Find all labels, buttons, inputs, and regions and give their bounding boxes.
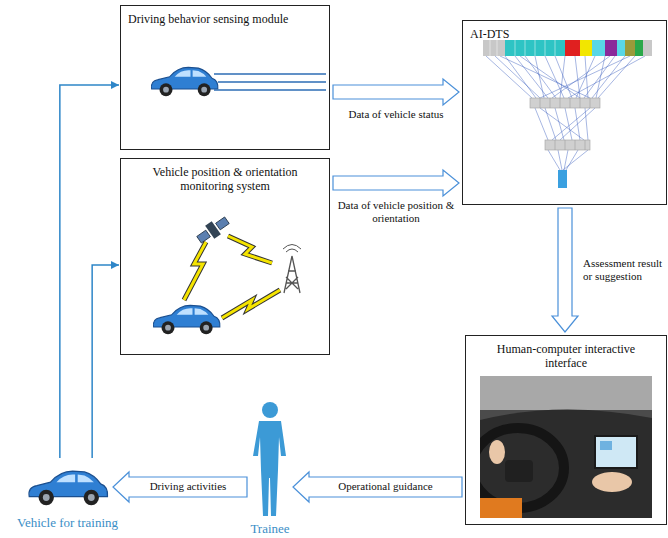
person-node: Trainee [250,400,290,518]
illustration-part [545,140,590,150]
vehicle-node: Vehicle for training [25,460,110,512]
illustration-part [555,140,585,150]
module-title: Human-computer interactive interface [479,342,654,371]
illustration-part [625,40,635,56]
illustration-part [228,236,272,263]
illustration-part [151,67,218,96]
illustration-part [480,376,652,410]
trainee-figure [253,402,286,516]
edge-label: Driving activities [150,480,227,493]
illustration-part [558,170,567,188]
illustration-part [480,428,564,508]
illustration-part [228,236,272,263]
illustration-part [216,217,230,230]
connector-line [60,85,119,458]
illustration-part [635,40,643,56]
illustration-part [643,40,652,56]
illustration-part [480,498,522,518]
illustration-part [284,256,300,293]
edge-label: Assessment result or suggestion [583,257,664,283]
module-box: Driving behavior sensing module [120,5,330,150]
illustration-part [535,108,595,140]
illustration-part [29,471,108,505]
illustration-part [592,472,632,492]
person-label: Trainee [250,521,289,537]
illustration-part [184,242,206,300]
module-title: Driving behavior sensing module [128,12,322,26]
cockpit-photo [480,376,652,518]
illustration-part [184,242,206,300]
block-arrow [333,170,459,196]
illustration-part [505,460,533,482]
illustration-part [489,440,505,464]
edge-label: Data of vehicle position & orientation [333,199,459,225]
edge-label: Data of vehicle status [349,108,444,121]
illustration-part [483,40,505,56]
training-car [29,471,108,505]
interface-box: Human-computer interactive interface [465,335,667,525]
illustration-part [253,421,286,516]
illustration-part [530,98,600,108]
module-title: AI-DTS [470,27,659,41]
block-arrow [113,472,247,502]
illustration-part [262,402,278,418]
illustration-part [222,290,280,318]
illustration-part [540,98,590,108]
illustration-part [617,40,625,56]
illustration-part [580,40,592,56]
illustration-part [548,150,588,170]
edge-label: Operational guidance [338,480,432,493]
illustration-part [153,305,220,334]
ai-box: AI-DTS [462,20,667,205]
illustration-part [592,40,605,56]
positioning-scene [153,214,301,335]
sensing-car [151,67,326,96]
illustration-part [595,436,637,468]
module-title: Vehicle position & orientation monitorin… [128,165,322,194]
illustration-part [565,40,580,56]
block-arrow [293,472,462,502]
illustration-part [480,376,652,518]
vehicle-label: Vehicle for training [17,515,118,531]
illustration-part [605,40,617,56]
illustration-part [214,74,326,90]
illustration-part [194,214,231,247]
illustration-part [222,290,280,318]
illustration-part [600,441,612,450]
module-box: Vehicle position & orientation monitorin… [120,158,330,355]
block-arrow [552,208,578,332]
illustration-part [486,56,645,98]
illustration-part [490,40,555,56]
illustration-part [197,230,211,243]
illustration-part [283,245,301,253]
connector-line [92,265,119,458]
network-graphic [483,40,652,188]
block-arrow [333,79,459,105]
